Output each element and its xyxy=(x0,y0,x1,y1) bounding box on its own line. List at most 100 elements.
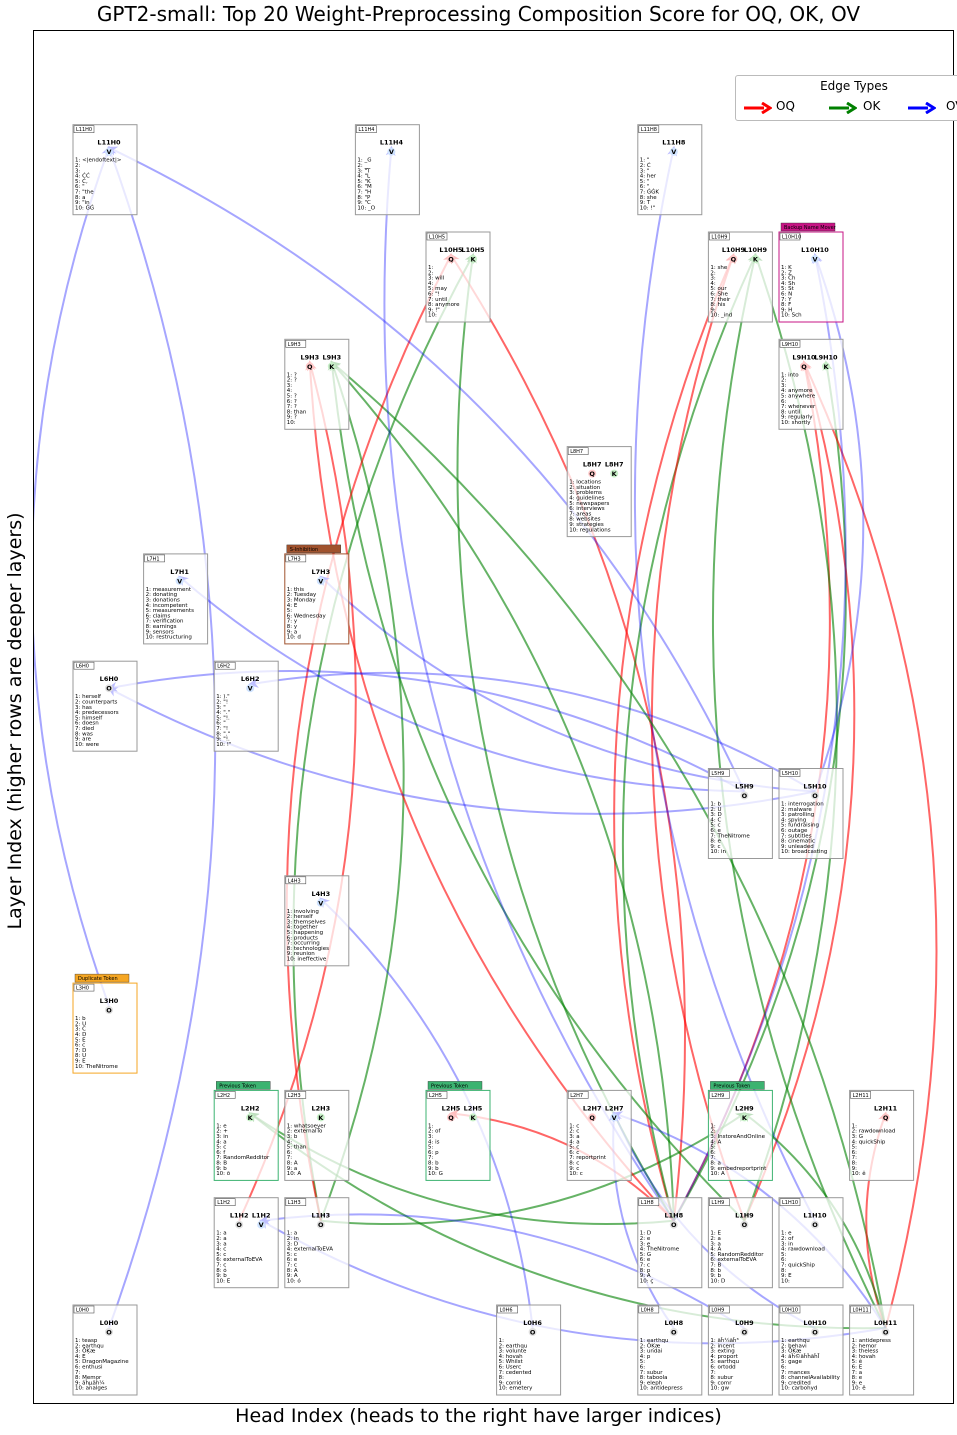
token-item: 7: xyxy=(710,1370,715,1376)
node-id-tag-text: L7H1 xyxy=(147,556,160,562)
role-label: L10H9 xyxy=(722,246,746,254)
role-letter: O xyxy=(812,792,818,800)
token-item: 6: externalToEVA xyxy=(710,1257,756,1263)
token-item: 8: xyxy=(499,1375,504,1381)
node-box xyxy=(143,553,209,645)
role-letter: V xyxy=(248,685,253,693)
node-box xyxy=(425,1089,491,1181)
token-item: 7: subtitles xyxy=(781,833,812,839)
token-item: 2: rawdownload xyxy=(852,1129,896,1135)
node-id-tag xyxy=(779,769,801,777)
token-item: 8: A xyxy=(287,1268,298,1274)
token-item: 8: technologies xyxy=(287,946,329,952)
edge-ov xyxy=(633,145,816,1222)
token-item: 8: anymore xyxy=(428,302,460,308)
token-item: 6: e xyxy=(287,1257,298,1263)
token-item: 1: _G xyxy=(357,158,371,164)
token-item: 10: ó xyxy=(287,1277,302,1284)
node-id-tag-text: L10H9 xyxy=(711,235,727,241)
token-item: 7: whenever xyxy=(781,404,816,410)
token-item: 5: xyxy=(287,608,292,614)
role-letter: O xyxy=(742,792,748,800)
node-id-tag-text: L1H2 xyxy=(217,1200,230,1206)
node-id-tag-text: L3H0 xyxy=(76,986,89,992)
token-item: 3: e xyxy=(640,1241,651,1247)
token-item: 4: E xyxy=(75,1354,86,1360)
token-item: 10: G xyxy=(428,1171,443,1177)
token-item: 4: A xyxy=(710,1139,721,1145)
role-letter: O xyxy=(530,1329,536,1337)
node-box xyxy=(849,1304,915,1396)
node-id-tag xyxy=(285,876,307,885)
node-id-tag xyxy=(709,1305,730,1314)
token-item: 1: herself xyxy=(75,694,102,700)
role-label: L0H8 xyxy=(664,1319,683,1327)
token-item: 2: xyxy=(75,163,80,169)
head-badge xyxy=(74,973,130,983)
token-item: 10: E xyxy=(216,1278,231,1284)
legend-oq-arrow-icon xyxy=(744,102,772,114)
token-item: 4: together xyxy=(287,925,319,931)
token-item: 5: ? xyxy=(287,394,297,400)
token-item: 5: measurements xyxy=(146,608,194,614)
node-box xyxy=(707,1197,773,1289)
token-item: 9: regularly xyxy=(781,415,813,421)
role-letter: V xyxy=(259,1221,264,1229)
role-dot xyxy=(316,576,325,585)
role-dot xyxy=(669,1328,678,1336)
token-item: 4: rawdownload xyxy=(781,1247,825,1253)
token-item: 5: RandomRedditor xyxy=(710,1252,764,1258)
token-item: 9: xyxy=(710,307,715,313)
node-id-tag-text: L11H0 xyxy=(76,127,92,133)
edge-oq xyxy=(650,253,746,1222)
token-item: 7: subur xyxy=(640,1370,663,1376)
node-id-tag-text: L8H7 xyxy=(570,449,583,455)
token-item: 8: y xyxy=(287,624,298,630)
token-item: 1: c xyxy=(569,1123,579,1129)
node-id-tag-text: L9H10 xyxy=(782,342,798,348)
node-id-tag-text: L1H3 xyxy=(288,1200,301,1206)
token-item: 4: predecessors xyxy=(75,710,119,716)
node-id-tag-text: L10H5 xyxy=(429,235,445,241)
token-item: 10: were xyxy=(75,742,100,748)
token-item: 8: than xyxy=(287,409,307,415)
token-item: 4: "L xyxy=(357,174,371,180)
token-item: 3: xyxy=(75,168,80,174)
role-dot xyxy=(881,1328,890,1336)
role-dot xyxy=(316,898,325,907)
node-id-tag xyxy=(709,1091,730,1099)
role-label: L11H0 xyxy=(97,139,121,147)
role-dot xyxy=(811,255,819,263)
token-item: 3: G xyxy=(852,1134,863,1140)
token-item: 7: "! xyxy=(216,726,228,732)
role-dot xyxy=(822,362,830,371)
token-item: 2: malware xyxy=(781,807,812,813)
token-item: 1: b xyxy=(710,802,721,808)
token-item: 6: xyxy=(287,1150,292,1156)
token-item: 2: a xyxy=(710,1236,720,1242)
token-item: 8: a xyxy=(75,195,85,201)
legend-oq-label: OQ xyxy=(776,99,795,113)
role-label: L1H8 xyxy=(664,1212,683,1220)
token-item: 10: D xyxy=(710,1278,725,1284)
node-id-tag xyxy=(285,339,307,348)
token-item: 2: e xyxy=(640,1236,651,1242)
role-label: L0H10 xyxy=(803,1319,827,1327)
token-item: 8: was xyxy=(75,731,93,737)
token-item: 2: ? xyxy=(287,378,297,384)
token-item: 6: interviews xyxy=(569,506,605,512)
token-item: 5: ê xyxy=(852,1358,863,1365)
token-item: 5: gage xyxy=(781,1359,802,1365)
role-dot xyxy=(610,1113,619,1122)
role-label: L10H9 xyxy=(744,246,768,254)
node-id-tag-text: L7H3 xyxy=(288,556,301,562)
edge-ok xyxy=(320,1112,747,1226)
token-item: 3: "T xyxy=(357,168,371,174)
token-item: 8: Memor xyxy=(75,1375,102,1381)
